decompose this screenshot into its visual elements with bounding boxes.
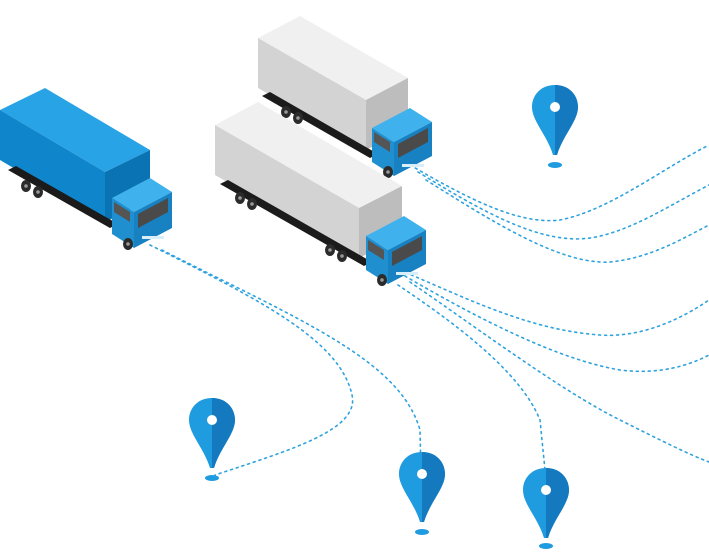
location-pin-icon [189, 398, 235, 481]
location-pin-icon [523, 468, 569, 549]
route-line [417, 171, 709, 240]
truck-icon [258, 16, 432, 178]
route-line [161, 249, 423, 521]
location-pin-icon [532, 85, 578, 168]
truck-icon [215, 102, 426, 286]
route-line [409, 281, 709, 463]
route-line [149, 244, 354, 476]
route-line [404, 275, 709, 373]
location-pin-icon [399, 452, 445, 535]
route-line [425, 179, 709, 263]
route-lines [149, 144, 709, 521]
route-line [399, 269, 709, 337]
route-line [409, 144, 709, 222]
truck-icon [0, 88, 172, 250]
route-line [397, 284, 547, 481]
